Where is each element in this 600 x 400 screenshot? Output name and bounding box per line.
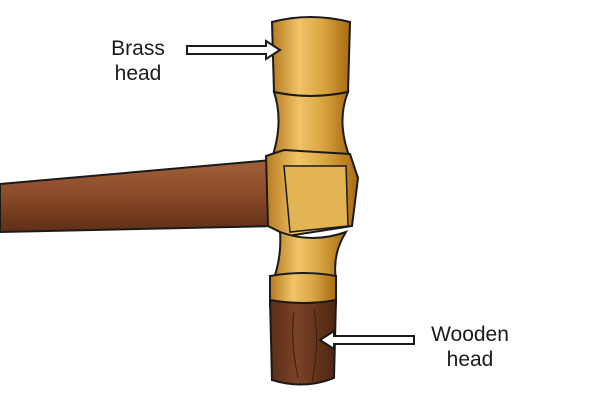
wooden-head-shape: [268, 298, 338, 386]
brass-head-label-line1: Brass: [111, 37, 165, 60]
wooden-head-arrow: [318, 329, 415, 351]
wooden-handle: [0, 158, 280, 234]
wood-grain-line: [292, 311, 299, 379]
brass-head-label: Brass head: [98, 36, 178, 86]
brass-upper-neck: [270, 90, 352, 159]
brass-head-arrow: [186, 39, 282, 61]
wooden-head-label: Wooden head: [418, 322, 522, 372]
wooden-head-label-line1: Wooden: [431, 323, 509, 346]
wood-grain-line: [311, 309, 318, 383]
brass-head-cap: [270, 16, 352, 97]
brass-head-label-line2: head: [114, 62, 162, 85]
wooden-head-label-line2: head: [446, 348, 494, 371]
brass-lower-neck: [270, 230, 349, 286]
brass-socket-face: [283, 165, 349, 233]
